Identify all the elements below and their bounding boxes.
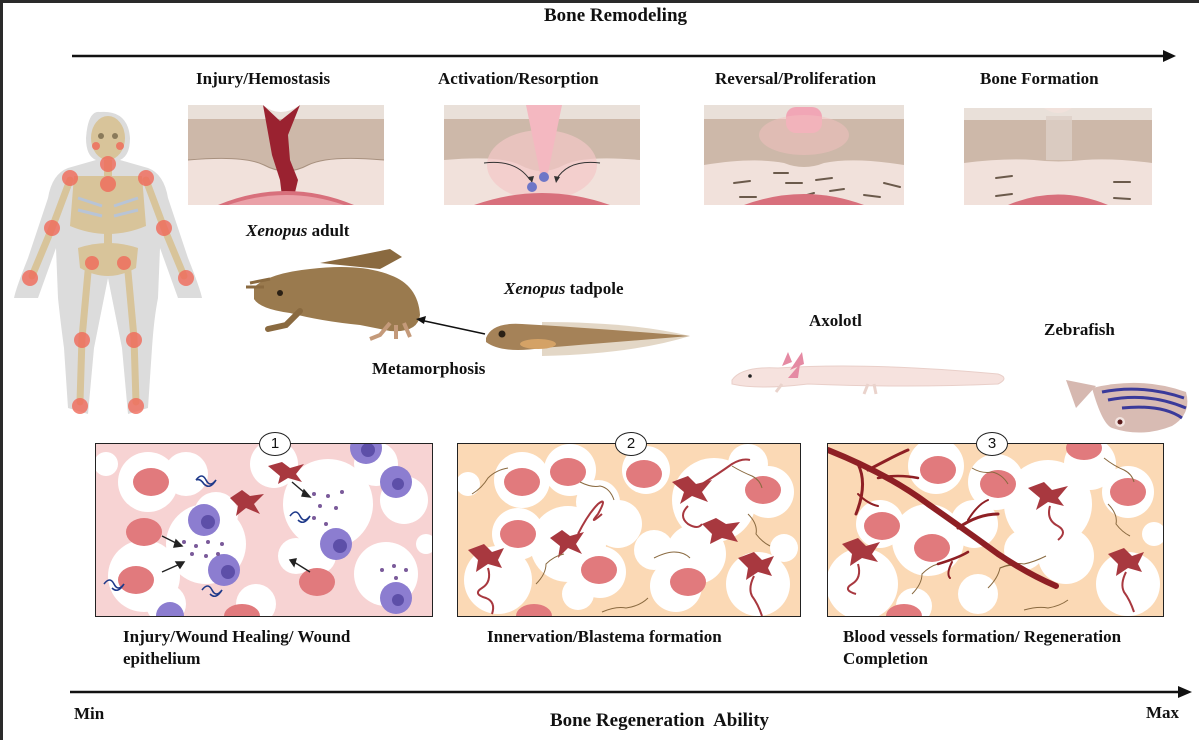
- stage-label-activation-resorption: Activation/Resorption: [438, 69, 599, 88]
- stage-label-bone-formation: Bone Formation: [980, 69, 1099, 88]
- caption-panel-2: Innervation/Blastema formation: [487, 627, 722, 646]
- caption-panel-3: Blood vessels formation/ Regeneration Co…: [843, 627, 1122, 668]
- label-xenopus-tadpole: Xenopus tadpole: [504, 279, 624, 299]
- frame-border-top: [0, 0, 1199, 3]
- stage-label-injury-hemostasis: Injury/Hemostasis: [196, 69, 331, 88]
- zebrafish-illustration: [1066, 380, 1188, 433]
- panel-2-cells-illustration: [458, 444, 798, 616]
- regeneration-panel-3: [827, 443, 1164, 617]
- label-metamorphosis: Metamorphosis: [372, 359, 486, 378]
- xenopus-tadpole-illustration: [486, 322, 690, 356]
- stage-illustration-injury: [187, 105, 385, 205]
- panel-number-badge-3: 3: [976, 432, 1008, 456]
- axolotl-illustration: [731, 352, 1005, 395]
- panel-number-badge-2: 2: [615, 432, 647, 456]
- remodeling-arrow: [72, 50, 1176, 62]
- regeneration-panel-1: [95, 443, 433, 617]
- xenopus-adult-illustration: [246, 249, 420, 341]
- label-xenopus-adult: Xenopus adult: [246, 221, 349, 241]
- label-xenopus-adult-genus: Xenopus: [246, 221, 308, 240]
- label-xenopus-adult-stage: adult: [307, 221, 350, 240]
- label-zebrafish: Zebrafish: [1044, 320, 1115, 339]
- stage-label-reversal-proliferation: Reversal/Proliferation: [715, 69, 877, 88]
- label-axolotl: Axolotl: [809, 311, 862, 330]
- human-skeleton-illustration: [14, 111, 202, 414]
- regeneration-ability-axis: [70, 686, 1192, 698]
- frame-border-left: [0, 0, 3, 740]
- axis-title: Bone Regeneration Ability: [550, 710, 770, 731]
- label-xenopus-tadpole-genus: Xenopus: [504, 279, 566, 298]
- metamorphosis-arrow: [416, 316, 486, 335]
- axis-min-label: Min: [74, 704, 105, 723]
- panel-1-cells-illustration: [96, 444, 432, 616]
- panel-number-badge-1: 1: [259, 432, 291, 456]
- stage-illustration-activation: [444, 105, 640, 205]
- panel-3-cells-illustration: [828, 444, 1163, 616]
- stage-illustration-reversal: [704, 105, 904, 205]
- caption-panel-1: Injury/Wound Healing/ Wound epithelium: [123, 627, 351, 668]
- regeneration-panel-2: [457, 443, 801, 617]
- label-xenopus-tadpole-stage: tadpole: [565, 279, 624, 298]
- diagram-title: Bone Remodeling: [544, 5, 688, 26]
- axis-max-label: Max: [1146, 703, 1180, 722]
- stage-illustration-bone-formation: [964, 108, 1152, 205]
